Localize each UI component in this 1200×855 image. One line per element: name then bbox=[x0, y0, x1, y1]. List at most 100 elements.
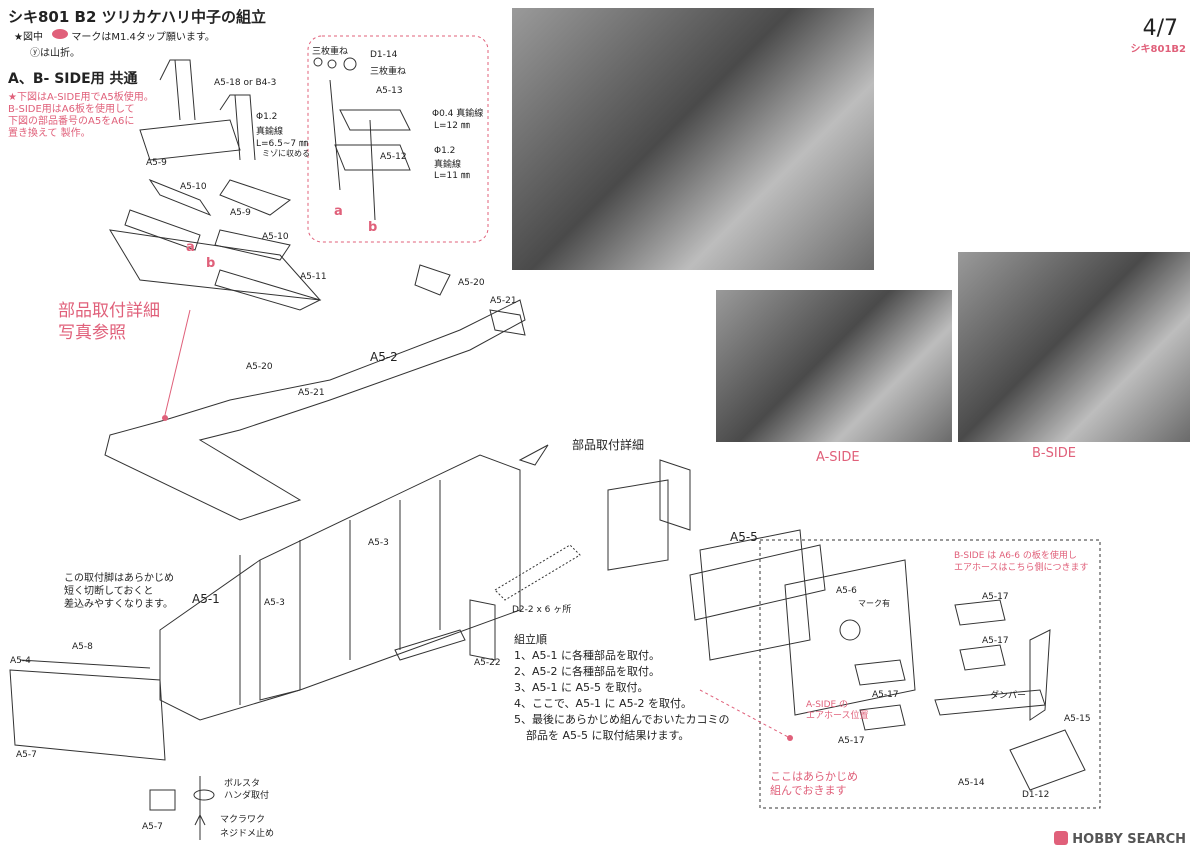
label-wire-12-brass: 真鍮線 bbox=[434, 160, 462, 170]
label-inset-a: a bbox=[334, 204, 343, 219]
label-a5-17c: A5-17 bbox=[872, 690, 899, 700]
label-b: b bbox=[206, 256, 216, 271]
model-photo-main bbox=[512, 8, 874, 270]
caption-a-side: A-SIDE bbox=[816, 450, 860, 465]
label-a5-3b: A5-3 bbox=[264, 598, 285, 608]
page-title: シキ801 B2 ツリカケハリ中子の組立 bbox=[8, 8, 267, 26]
label-d2-2: D2-2 x 6 ヶ所 bbox=[512, 605, 572, 615]
section-notes: ★下図はA-SIDE用でA5板使用。 B-SIDE用はA6板を使用して 下図の部… bbox=[8, 92, 154, 140]
aside-airhose-note: A-SIDE の エアホース位置 bbox=[806, 700, 869, 722]
step-item: 1、A5-1 に各種部品を取付。 bbox=[514, 649, 660, 662]
mount-note-line: 短く切断しておくと bbox=[64, 586, 154, 597]
label-damper: ダンパー bbox=[990, 691, 1027, 701]
label-a5-15: A5-15 bbox=[1064, 714, 1091, 724]
caption-b-side: B-SIDE bbox=[1032, 446, 1076, 461]
mount-note-line: この取付脚はあらかじめ bbox=[64, 573, 174, 584]
aside-note-line: A-SIDE の bbox=[806, 700, 849, 710]
step-item: 5、最後にあらかじめ組んでおいたカコミの bbox=[514, 713, 730, 726]
section-note: 置き換えて 製作。 bbox=[8, 128, 91, 139]
label-a5-21: A5-21 bbox=[490, 296, 517, 306]
section-note: ★下図はA-SIDE用でA5板使用。 bbox=[8, 92, 154, 103]
detail-ref-line: 写真参照 bbox=[58, 323, 126, 343]
tap-note-prefix: ★図中 bbox=[14, 32, 43, 43]
tap-note-suffix: マークはM1.4タップ願います。 bbox=[71, 32, 215, 43]
label-mark: マーク有 bbox=[858, 599, 890, 608]
label-three-stack: 三枚重ね bbox=[312, 47, 349, 57]
label-a5-18: A5-18 or B4-3 bbox=[214, 78, 277, 88]
label-wire-left: Φ1.2 bbox=[256, 112, 278, 122]
mount-leg-note: この取付脚はあらかじめ 短く切断しておくと 差込みやすくなります。 bbox=[64, 572, 174, 611]
bside-note: B-SIDE は A6-6 の板を使用し エアホースはこちら側につきます bbox=[954, 550, 1089, 574]
label-a5-1: A5-1 bbox=[192, 592, 220, 606]
section-note: B-SIDE用はA6板を使用して bbox=[8, 104, 135, 115]
label-a5-21b: A5-21 bbox=[298, 388, 325, 398]
watermark: HOBBY SEARCH bbox=[1054, 831, 1186, 847]
label-a5-5: A5-5 bbox=[730, 530, 758, 544]
label-a5-4: A5-4 bbox=[10, 656, 31, 666]
fold-note: ⓨは山折。 bbox=[30, 48, 80, 59]
photo-a-side bbox=[716, 290, 952, 442]
label-wire-04-length: L=12 ㎜ bbox=[434, 121, 470, 131]
label-a5-17b: A5-17 bbox=[982, 636, 1009, 646]
bside-note-line: B-SIDE は A6-6 の板を使用し bbox=[954, 551, 1077, 561]
label-a5-13: A5-13 bbox=[376, 86, 403, 96]
step-item: 部品を A5-5 に取付結果けます。 bbox=[526, 729, 690, 742]
page-number: 4/7 bbox=[1142, 16, 1178, 41]
label-a5-7: A5-7 bbox=[16, 750, 37, 760]
label-a5-9b: A5-9 bbox=[230, 208, 251, 218]
label-a5-10: A5-10 bbox=[180, 182, 207, 192]
step-item: 4、ここで、A5-1 に A5-2 を取付。 bbox=[514, 697, 693, 710]
section-note: 下図の部品番号のA5をA6に bbox=[8, 116, 135, 127]
preassemble-line: ここはあらかじめ bbox=[770, 770, 858, 783]
tap-note: ★図中 マークはM1.4タップ願います。 bbox=[14, 28, 215, 43]
label-wire-04: Φ0.4 真鍮線 bbox=[432, 109, 484, 119]
section-title: A、B- SIDE用 共通 bbox=[8, 71, 138, 87]
label-a5-6: A5-6 bbox=[836, 586, 857, 596]
label-a5-9: A5-9 bbox=[146, 158, 167, 168]
aside-note-line: エアホース位置 bbox=[806, 711, 869, 721]
bside-note-line: エアホースはこちら側につきます bbox=[954, 563, 1089, 573]
label-bolster: ボルスタ bbox=[224, 779, 261, 789]
detail-ref-line: 部品取付詳細 bbox=[58, 301, 160, 321]
label-a5-22: A5-22 bbox=[474, 658, 501, 668]
step-item: 2、A5-2 に各種部品を取付。 bbox=[514, 665, 660, 678]
product-code: シキ801B2 bbox=[1130, 44, 1186, 55]
label-wire-left-length: L=6.5~7 ㎜ bbox=[256, 139, 308, 149]
hobby-search-logo-icon bbox=[1054, 831, 1069, 845]
label-wire-12: Φ1.2 bbox=[434, 146, 456, 156]
label-d1-14: D1-14 bbox=[370, 50, 398, 60]
label-a5-20b: A5-20 bbox=[246, 362, 273, 372]
label-wire-left-brass: 真鍮線 bbox=[256, 127, 284, 137]
detail-photo-reference: 部品取付詳細 写真参照 bbox=[58, 300, 160, 344]
detail-title: 部品取付詳細 bbox=[572, 438, 645, 452]
label-wire-left-note: ミゾに収める bbox=[262, 149, 310, 158]
label-wire-12-length: L=11 ㎜ bbox=[434, 171, 470, 181]
step-item: 3、A5-1 に A5-5 を取付。 bbox=[514, 681, 649, 694]
label-a5-20: A5-20 bbox=[458, 278, 485, 288]
label-a5-3: A5-3 bbox=[368, 538, 389, 548]
label-a5-12: A5-12 bbox=[380, 152, 407, 162]
label-a5-8: A5-8 bbox=[72, 642, 93, 652]
label-a5-17d: A5-17 bbox=[838, 736, 865, 746]
label-a5-2: A5-2 bbox=[370, 350, 398, 364]
label-a5-14: A5-14 bbox=[958, 778, 985, 788]
label-a5-10b: A5-10 bbox=[262, 232, 289, 242]
preassemble-note: ここはあらかじめ 組んでおきます bbox=[770, 770, 858, 798]
photo-b-side bbox=[958, 252, 1190, 442]
label-three-stack-2: 三枚重ね bbox=[370, 67, 407, 77]
preassemble-line: 組んでおきます bbox=[770, 784, 847, 797]
label-makura-screw: ネジドメ止め bbox=[220, 829, 275, 839]
watermark-text: HOBBY SEARCH bbox=[1072, 832, 1186, 847]
label-a5-11: A5-11 bbox=[300, 272, 327, 282]
steps-title: 組立順 bbox=[514, 633, 547, 646]
label-d1-12: D1-12 bbox=[1022, 790, 1050, 800]
assembly-steps: 組立順 1、A5-1 に各種部品を取付。 2、A5-2 に各種部品を取付。 3、… bbox=[514, 632, 729, 744]
label-inset-b: b bbox=[368, 220, 378, 235]
label-a5-17a: A5-17 bbox=[982, 592, 1009, 602]
label-bolster-solder: ハンダ取付 bbox=[224, 791, 270, 801]
label-a: a bbox=[186, 240, 195, 255]
label-a5-7b: A5-7 bbox=[142, 822, 163, 832]
mount-note-line: 差込みやすくなります。 bbox=[64, 599, 173, 610]
label-makura: マクラワク bbox=[220, 815, 266, 825]
